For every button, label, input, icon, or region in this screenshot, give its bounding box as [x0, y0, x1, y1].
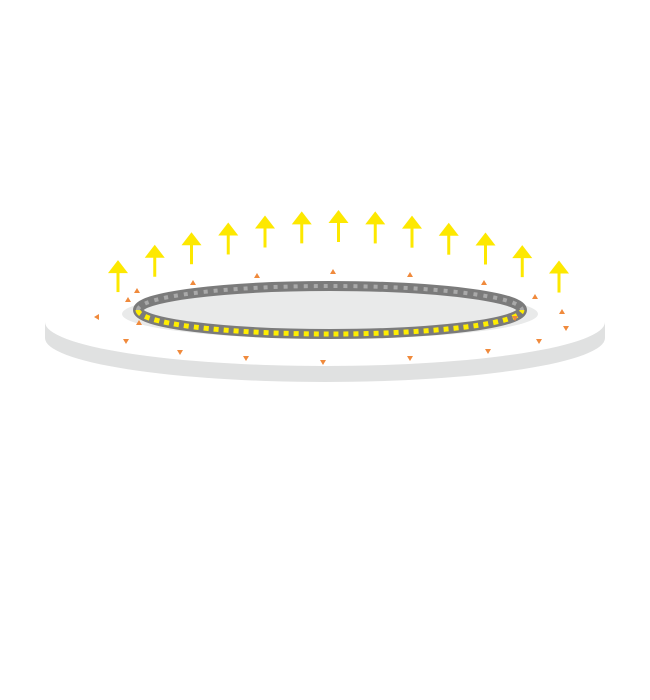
arrow-up-icon — [218, 222, 239, 236]
flow-arrow-front-6 — [536, 339, 542, 344]
arrow-up-icon — [181, 232, 202, 246]
front-flow-arrows — [123, 316, 569, 365]
light-arrow-4 — [255, 215, 275, 248]
light-arrow-9 — [438, 222, 459, 255]
flow-arrow-front-2 — [243, 356, 249, 361]
flow-arrow-back-6 — [532, 294, 538, 299]
arrow-up-icon — [402, 215, 422, 229]
back-flow-arrows — [94, 269, 565, 320]
flow-arrow-back-4 — [407, 272, 413, 277]
flow-arrow-back-9 — [125, 297, 131, 302]
flow-arrow-back-8 — [559, 309, 565, 314]
arrow-up-icon — [438, 222, 459, 236]
flow-arrow-back-5 — [481, 280, 487, 285]
light-arrow-8 — [402, 215, 422, 248]
light-emission-arrows — [108, 210, 569, 293]
light-arrow-3 — [218, 222, 239, 255]
flow-arrow-back-3 — [330, 269, 336, 274]
arrow-up-icon — [144, 244, 165, 258]
light-arrow-2 — [181, 232, 202, 265]
flow-arrow-front-8 — [512, 316, 518, 321]
flow-arrow-front-5 — [485, 349, 491, 354]
flow-arrow-front-7 — [136, 320, 142, 325]
light-arrow-1 — [144, 244, 165, 277]
light-ring — [133, 281, 527, 339]
light-arrow-10 — [475, 232, 496, 265]
arrow-up-icon — [512, 245, 533, 259]
flow-arrow-front-4 — [407, 356, 413, 361]
light-arrow-6 — [328, 210, 349, 243]
light-arrow-0 — [108, 260, 128, 293]
light-arrow-5 — [291, 211, 312, 244]
arrow-up-icon — [255, 215, 275, 229]
arrow-up-icon — [549, 260, 569, 274]
flow-arrow-back-1 — [190, 280, 196, 285]
flow-arrow-front-0 — [123, 339, 129, 344]
arrow-up-icon — [365, 211, 386, 225]
flow-arrow-back-0 — [134, 288, 140, 293]
flow-arrow-back-2 — [254, 273, 260, 278]
light-arrow-11 — [512, 245, 533, 278]
arrow-up-icon — [475, 232, 496, 246]
flow-arrow-front-9 — [563, 326, 569, 331]
arrow-up-icon — [328, 210, 349, 224]
light-arrow-7 — [365, 211, 386, 244]
flow-arrow-back-7 — [94, 314, 99, 320]
flow-arrow-front-1 — [177, 350, 183, 355]
arrow-up-icon — [108, 260, 128, 274]
flow-arrow-front-3 — [320, 360, 326, 365]
arrow-up-icon — [291, 211, 312, 225]
light-arrow-12 — [549, 260, 569, 293]
